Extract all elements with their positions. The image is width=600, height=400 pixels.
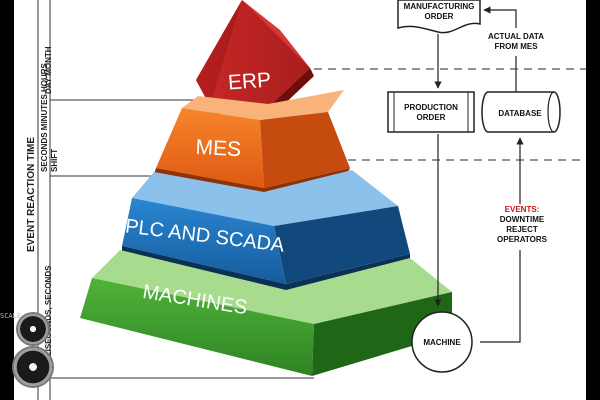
actual-data-line2: FROM MES [494,42,538,51]
manufacturing-order-line1: MANUFACTURING [404,2,475,11]
diagram-canvas: ERP MES PLC AND SCADA MACHINES MANUFACTU… [14,0,586,400]
machine-node: MACHINE [411,311,473,373]
mes-tier [154,90,350,194]
database-label: DATABASE [498,109,542,118]
zoom-in-icon[interactable] [18,314,48,344]
erp-tier [196,0,314,114]
event-downtime: DOWNTIME [500,215,545,224]
manufacturing-order-doc: MANUFACTURING ORDER [397,0,481,34]
erp-label: ERP [227,69,272,95]
mes-hierarchy-diagram: ERP MES PLC AND SCADA MACHINES MANUFACTU… [37,0,586,400]
production-order-line1: PRODUCTION [404,103,458,112]
zoom-out-icon[interactable] [14,348,52,386]
production-order-box: PRODUCTION ORDER [387,91,475,133]
side-handle-text: SCALE [0,312,22,320]
production-order-line2: ORDER [417,113,446,122]
event-operators: OPERATORS [497,235,548,244]
manufacturing-order-line2: ORDER [425,12,454,21]
machines-tier [80,250,452,376]
actual-data-line1: ACTUAL DATA [488,32,544,41]
plc-scada-tier [122,170,410,292]
machine-label: MACHINE [423,338,461,347]
mes-label: MES [195,136,242,161]
events-heading: EVENTS: [505,205,540,214]
event-reaction-time-label: EVENT REACTION TIME [26,136,37,252]
event-reject: REJECT [506,225,538,234]
seconds-shift-label: SECONDS MINUTES HOURS SHIFT [40,63,59,172]
database-cylinder: DATABASE [481,91,561,133]
